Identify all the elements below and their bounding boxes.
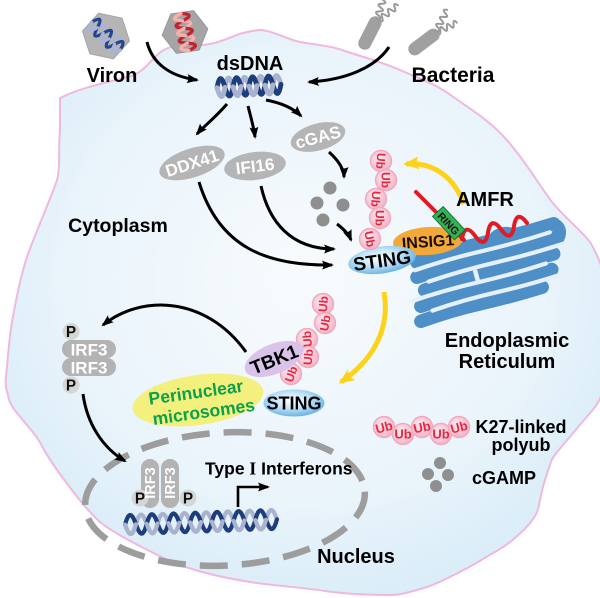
svg-text:Reticulum: Reticulum — [459, 351, 556, 373]
svg-text:INSIG1: INSIG1 — [401, 232, 455, 253]
svg-text:Endoplasmic: Endoplasmic — [445, 330, 569, 352]
svg-text:IRF3: IRF3 — [163, 467, 179, 498]
svg-text:IRF3: IRF3 — [143, 467, 159, 498]
svg-text:Ub: Ub — [373, 152, 388, 169]
svg-text:AMFR: AMFR — [456, 189, 514, 211]
svg-text:K27-linked: K27-linked — [475, 417, 566, 437]
svg-text:P: P — [183, 491, 193, 508]
svg-text:Ub: Ub — [316, 295, 331, 312]
svg-text:IRF3: IRF3 — [71, 359, 108, 378]
svg-text:STING: STING — [266, 394, 321, 414]
svg-text:P: P — [66, 378, 76, 395]
svg-text:Bacteria: Bacteria — [412, 64, 495, 87]
svg-text:P: P — [66, 324, 76, 341]
svg-text:Cytoplasm: Cytoplasm — [68, 215, 168, 237]
svg-text:Ub: Ub — [317, 314, 334, 332]
svg-text:IRF3: IRF3 — [71, 341, 108, 360]
svg-text:dsDNA: dsDNA — [217, 53, 284, 75]
svg-text:Ub: Ub — [379, 172, 393, 188]
svg-text:Type I Interferons: Type I Interferons — [205, 459, 353, 479]
svg-text:Ub: Ub — [368, 190, 383, 207]
svg-text:Ub: Ub — [394, 427, 411, 442]
svg-text:Viron: Viron — [87, 65, 138, 87]
svg-text:polyub: polyub — [492, 435, 551, 455]
svg-text:cGAMP: cGAMP — [472, 468, 536, 488]
svg-text:P: P — [135, 491, 145, 508]
svg-text:Ub: Ub — [361, 230, 378, 248]
svg-text:Ub: Ub — [301, 348, 316, 365]
svg-text:Ub: Ub — [373, 210, 387, 226]
svg-text:Ub: Ub — [412, 418, 432, 436]
svg-text:Ub: Ub — [374, 418, 395, 437]
svg-text:IFI16: IFI16 — [235, 155, 276, 179]
svg-text:Ub: Ub — [300, 330, 315, 347]
svg-text:Ub: Ub — [432, 427, 449, 442]
svg-text:Ub: Ub — [449, 418, 470, 437]
svg-text:Nucleus: Nucleus — [317, 546, 395, 568]
